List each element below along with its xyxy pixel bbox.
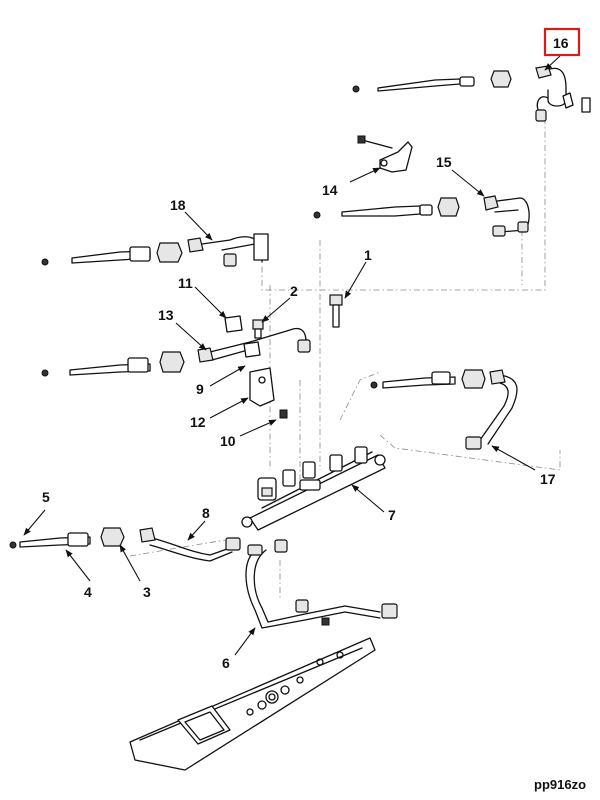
callout-4: 4	[84, 584, 92, 600]
highlighted-callout: 16	[543, 27, 581, 57]
callout-15: 15	[436, 154, 452, 170]
callout-11: 11	[178, 275, 193, 291]
callout-14: 14	[322, 182, 338, 198]
drawing-code: pp916zo	[534, 777, 586, 792]
callout-10: 10	[220, 433, 236, 449]
callout-7: 7	[388, 507, 396, 523]
callout-5: 5	[42, 489, 50, 505]
callout-leaders	[23, 55, 561, 656]
callout-12: 12	[190, 414, 206, 430]
bracket-assembly	[357, 135, 413, 173]
injector-assembly-15	[313, 195, 530, 237]
assembly-centerlines	[129, 118, 561, 600]
callout-1: 1	[364, 247, 372, 263]
callout-9: 9	[196, 381, 204, 397]
injector-assembly-17	[370, 369, 518, 450]
fuel-line-6	[245, 539, 398, 629]
injector-assembly-top	[352, 65, 591, 122]
callout-labels: 1 2 3 4 5 6 7 8 9 10 11 12 13 14 15 17 1…	[42, 154, 556, 671]
injector-assembly-18	[41, 233, 269, 267]
callout-6: 6	[222, 655, 230, 671]
callout-3: 3	[143, 584, 151, 600]
bolt	[329, 294, 343, 328]
callout-2: 2	[290, 283, 298, 299]
callout-17: 17	[540, 471, 556, 487]
injector-assembly-bottom-left	[9, 527, 241, 562]
callout-16: 16	[553, 35, 569, 51]
clip-and-nut	[224, 315, 264, 339]
callout-8: 8	[202, 505, 210, 521]
highlight-box	[543, 27, 581, 57]
fuel-rail	[241, 446, 386, 531]
cylinder-head-plate	[129, 637, 376, 771]
callout-13: 13	[158, 307, 174, 323]
injector-assembly-13	[41, 327, 311, 419]
callout-18: 18	[170, 197, 186, 213]
